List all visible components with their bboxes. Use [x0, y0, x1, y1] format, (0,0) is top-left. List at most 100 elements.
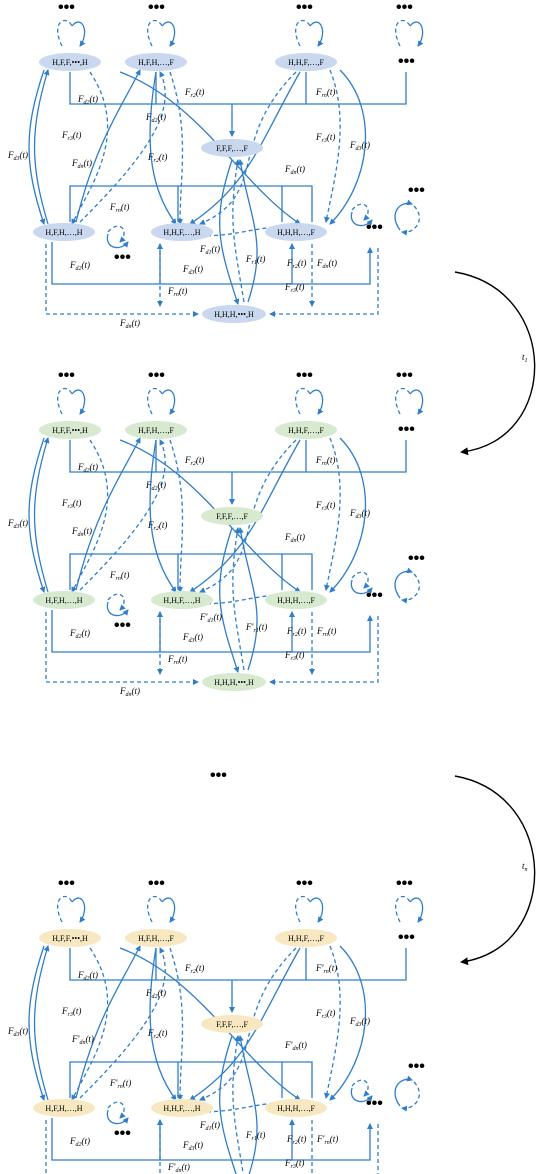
rate-label: Fr3(t) — [61, 130, 81, 142]
curve-dn-left — [75, 437, 141, 591]
rate-label: F'dn(t) — [167, 1162, 190, 1174]
bus-top — [69, 440, 407, 473]
small-loop — [106, 233, 129, 249]
small-loop — [107, 225, 126, 243]
curve-r2 — [169, 71, 184, 225]
self-loop-dashed — [57, 20, 73, 47]
ellipsis-dots: ••• — [398, 929, 415, 946]
self-loop-dashed — [57, 896, 73, 923]
state-label: H,F,H,…,H — [45, 596, 82, 605]
rate-label: Fd2(t) — [145, 480, 166, 492]
time-arrow-t1 — [454, 271, 536, 456]
dashed-bus-right — [377, 1124, 379, 1174]
self-loop-dashed — [395, 896, 411, 923]
state-node — [125, 53, 187, 71]
curve-d3-right — [329, 69, 367, 225]
rate-label: F'rn(t) — [109, 1078, 131, 1090]
rate-label: Fr2(t) — [286, 1134, 306, 1146]
state-node — [275, 53, 337, 71]
ellipsis-dots: ••• — [398, 421, 415, 438]
dashed-bus-right — [269, 248, 379, 317]
curve-r3-right — [324, 945, 341, 1099]
rate-label: Fd2(t) — [77, 462, 98, 474]
rate-label: Fr2(t) — [286, 626, 306, 638]
rate-label: F'dn(t) — [71, 1034, 94, 1046]
rate-label: Fr2(t) — [184, 87, 204, 99]
rate-label: Fdn(t) — [284, 532, 305, 544]
self-loop-dashed — [147, 388, 163, 415]
ellipsis-dots: ••• — [408, 1058, 425, 1075]
rate-label: Fd3(t) — [7, 150, 28, 162]
ellipsis-dots: ••• — [408, 182, 425, 199]
rate-label: Fd3(t) — [349, 1016, 370, 1028]
self-loop-dashed — [395, 388, 411, 415]
self-loop-dashed — [295, 20, 311, 47]
state-node — [151, 1099, 213, 1117]
rate-label: Frn(t) — [315, 87, 335, 99]
ellipsis-dots: ••• — [58, 367, 75, 384]
curve-d3-left — [28, 945, 46, 1101]
rate-label: Fd2(t) — [145, 988, 166, 1000]
curve-hhhh-to-fff — [237, 159, 258, 303]
curve-fff-to-hhhh — [219, 1035, 237, 1174]
curve-r3 — [71, 947, 109, 1101]
ellipsis-dots: ••• — [366, 1095, 383, 1112]
state-label: H,F,F,•••,H — [52, 934, 88, 943]
ellipsis-dots: ••• — [296, 0, 313, 16]
curve-rn-left — [79, 71, 166, 223]
ellipsis-dots: ••• — [366, 587, 383, 604]
state-label: H,H,H,…,F — [277, 596, 315, 605]
state-node — [265, 591, 327, 609]
small-loop — [107, 1101, 126, 1119]
rate-label: Fd2(t) — [145, 112, 166, 124]
small-loop — [106, 601, 129, 617]
bus-middle — [69, 185, 313, 222]
state-label: H,H,F,…,F — [288, 426, 324, 435]
self-loop-dashed — [295, 388, 311, 415]
rate-label: Fr1(t) — [245, 254, 265, 266]
state-label: H,H,F,…,H — [163, 228, 200, 237]
rate-label: Fr2(t) — [184, 963, 204, 975]
rate-label: Fd2(t) — [69, 628, 90, 640]
curve-r3 — [71, 71, 109, 225]
self-loop-solid — [71, 21, 86, 47]
curve-rn-mid — [199, 947, 297, 1101]
curve-hhhh-to-fff — [237, 1035, 258, 1174]
curve-fff-to-hhhh — [219, 527, 240, 673]
ellipsis-dots: ••• — [296, 367, 313, 384]
state-node — [39, 929, 101, 947]
state-node — [33, 1099, 95, 1117]
self-loop-dashed — [395, 20, 411, 47]
self-loop-solid — [409, 21, 424, 47]
curve-fff-to-hhhh — [219, 159, 240, 305]
rate-label: Fd2(t) — [69, 1136, 90, 1148]
rate-label: Frn(t) — [315, 455, 335, 467]
far-loop — [394, 199, 413, 231]
self-loop-solid — [409, 897, 424, 923]
state-node — [275, 929, 337, 947]
self-loop-solid — [71, 389, 86, 415]
rate-label: Fd2(t) — [69, 260, 90, 272]
self-loop-solid — [309, 389, 324, 415]
rate-label: F'rn(t) — [315, 963, 337, 975]
curve-r1 — [232, 159, 245, 303]
state-node — [202, 673, 266, 691]
curve-hfh-to-hhf — [149, 439, 177, 593]
curve-d3-left — [28, 69, 46, 225]
state-label: H,F,H,…,H — [45, 228, 82, 237]
state-node — [265, 223, 327, 241]
state-label: H,F,F,•••,H — [52, 426, 88, 435]
rate-label: Fdn(t) — [119, 686, 140, 698]
rate-label: Fr3(t) — [284, 282, 304, 294]
rate-label: Frn(t) — [109, 570, 129, 582]
rate-label: F'd1(t) — [199, 612, 222, 624]
ellipsis-dots: ••• — [114, 249, 131, 266]
dashed-bus-left — [45, 612, 199, 685]
curve-rn-mid — [199, 439, 297, 593]
curve-rn-left — [79, 439, 166, 591]
curve-r2 — [169, 947, 184, 1101]
state-label: F,F,F,…,F — [216, 144, 248, 153]
rate-label: Frn(t) — [167, 654, 187, 666]
rate-label: Fd1(t) — [199, 244, 220, 256]
